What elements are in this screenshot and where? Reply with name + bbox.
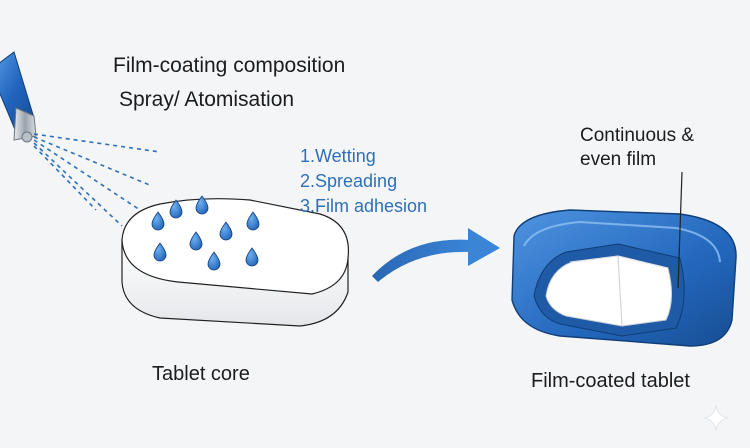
process-arrow	[372, 228, 500, 282]
droplet-icon	[151, 211, 165, 231]
coated-tablet-label: Film-coated tablet	[531, 370, 690, 392]
film-pointer-line	[677, 171, 683, 289]
droplets	[151, 195, 260, 271]
step-spreading: 2.Spreading	[300, 171, 398, 191]
droplet-icon	[245, 247, 259, 267]
tablet-core-label: Tablet core	[152, 363, 250, 385]
droplet-icon	[207, 251, 221, 271]
tablet-core	[121, 198, 350, 327]
step-film-adhesion: 3.Film adhesion	[300, 196, 428, 216]
composition-label: Film-coating composition	[113, 54, 346, 77]
droplet-icon	[246, 211, 260, 231]
film-label-line2: even film	[580, 149, 657, 170]
step-wetting: 1.Wetting	[300, 146, 376, 166]
droplet-icon	[169, 199, 183, 219]
coated-tablet	[511, 209, 737, 347]
process-steps-list: 1.Wetting 2.Spreading 3.Film adhesion	[300, 144, 427, 219]
film-label: Continuous & even film	[580, 124, 694, 172]
film-label-line1: Continuous &	[580, 125, 695, 146]
droplet-icon	[219, 221, 233, 241]
spray-label: Spray/ Atomisation	[119, 88, 295, 111]
droplet-icon	[189, 231, 203, 251]
spray-nozzle-icon	[0, 51, 37, 143]
droplet-icon	[153, 242, 167, 262]
sparkle-icon	[703, 405, 729, 431]
droplet-icon	[195, 195, 209, 215]
spray-lines	[33, 133, 161, 227]
